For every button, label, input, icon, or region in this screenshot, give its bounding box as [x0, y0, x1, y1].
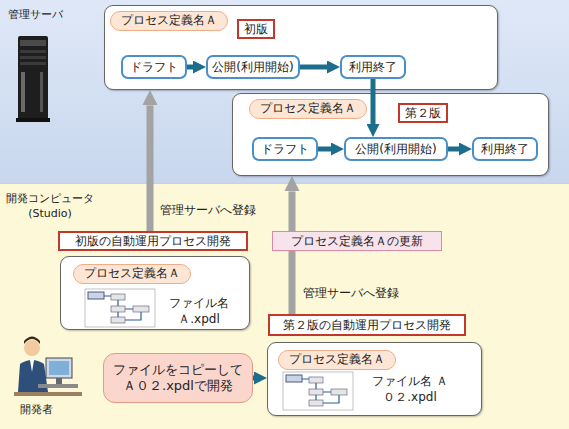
arrow-label: 管理サーバへ登録 [303, 286, 399, 301]
box-text: 利用終了 [481, 142, 529, 156]
box-text: ドラフト [261, 142, 309, 156]
box-text: ファイルをコピーして Ａ０２.xpdlで開発 [108, 362, 248, 393]
arrow-label: 管理サーバへ登録 [160, 203, 256, 218]
definition-tag: プロセス定義名Ａ [249, 99, 367, 119]
stage-box: ドラフト [252, 137, 318, 161]
box-text: 初版の自動運用プロセス開発 [75, 234, 231, 248]
version-tag: 第２版の自動運用プロセス開発 [268, 314, 466, 336]
flow-arrow [289, 191, 296, 314]
box-text: 第２版の自動運用プロセス開発 [283, 318, 451, 332]
box-text: ドラフト [130, 60, 178, 74]
stage-box: 利用終了 [340, 55, 406, 79]
copy-step-box: ファイルをコピーして Ａ０２.xpdlで開発 [103, 353, 253, 403]
box-text: プロセス定義名Ａの更新 [291, 234, 423, 248]
update-note: プロセス定義名Ａの更新 [272, 231, 442, 251]
region-band: 開発コンピュータ (Studio) 初版の自動運用プロセス開発ファイル名 Ａ.xp… [0, 183, 569, 429]
stage-box: 公開(利用開始) [206, 55, 300, 79]
box-text: 初版 [244, 22, 268, 36]
region-band: 管理サーバプロセス定義名Ａ初版ドラフト公開(利用開始)利用終了プロセス定義名Ａ第… [0, 0, 569, 183]
flow-arrow [300, 65, 327, 70]
flow-arrow [318, 147, 331, 152]
box-text: 管理サーバ [8, 8, 98, 23]
box-text: ファイル名 Ａ０２.xpdl [368, 373, 452, 405]
process-panel: プロセス定義名Ａ 第２版ドラフト 公開(利用開始) 利用終了 [232, 93, 549, 176]
figure-caption: 開発者 [20, 402, 53, 417]
stage-box: 公開(利用開始) [344, 137, 448, 161]
definition-tag: プロセス定義名Ａ [278, 350, 396, 370]
stage-box: ドラフト [121, 55, 187, 79]
process-panel: プロセス定義名Ａ 初版ドラフト 公開(利用開始) 利用終了 [104, 5, 498, 90]
process-panel: ファイル名 Ａ.xpdl プロセス定義名Ａ [60, 256, 250, 330]
box-text: 開発コンピュータ (Studio) [4, 192, 96, 222]
flow-arrow [147, 105, 154, 231]
stage-box: 利用終了 [472, 137, 538, 161]
box-text: プロセス定義名Ａ [121, 14, 217, 28]
flow-arrow [371, 79, 376, 124]
definition-tag: プロセス定義名Ａ [73, 264, 191, 284]
flow-arrow [448, 147, 459, 152]
version-tag: 第２版 [398, 103, 448, 123]
box-text: プロセス定義名Ａ [84, 267, 180, 281]
version-tag: 初版の自動運用プロセス開発 [58, 231, 248, 251]
box-text: 公開(利用開始) [212, 60, 293, 74]
box-text: 公開(利用開始) [355, 142, 436, 156]
box-text: プロセス定義名Ａ [260, 102, 356, 116]
definition-tag: プロセス定義名Ａ [110, 11, 228, 31]
box-text: 第２版 [405, 106, 441, 120]
box-text: プロセス定義名Ａ [289, 353, 385, 367]
version-tag: 初版 [237, 19, 275, 39]
flow-arrow [253, 376, 254, 381]
box-text: 利用終了 [349, 60, 397, 74]
box-text: ファイル名 Ａ.xpdl [161, 295, 237, 327]
flow-arrow [187, 65, 193, 70]
process-panel: ファイル名 Ａ０２.xpdl プロセス定義名Ａ [267, 342, 482, 416]
